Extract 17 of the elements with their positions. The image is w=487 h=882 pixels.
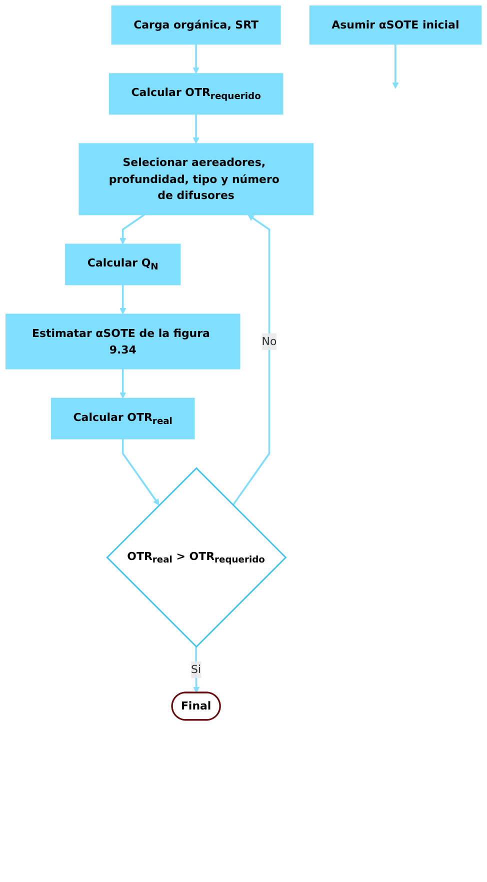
arrow bbox=[192, 114, 200, 144]
terminal-box: Final bbox=[171, 692, 221, 721]
process-box: Calcular OTR$_{requerido}$ bbox=[108, 73, 284, 115]
arrow bbox=[122, 438, 160, 506]
arrow bbox=[192, 44, 200, 74]
arrow bbox=[120, 284, 126, 314]
process-box: Calcular Q$_{N}$ bbox=[65, 244, 181, 286]
arrow bbox=[120, 214, 145, 244]
process-box: Selecionar aereadores, profundidad, tipo y número de difusores bbox=[78, 143, 314, 216]
decision-diamond: OTR$_{real}$ > OTR$_{requerido}$ bbox=[106, 467, 287, 648]
process-box: Asumir αSOTE inicial bbox=[309, 5, 482, 45]
arrow bbox=[232, 214, 270, 506]
process-box: Carga orgánica, SRT bbox=[111, 5, 281, 45]
arrow bbox=[392, 44, 399, 89]
process-box: Calcular OTR$_{real}$ bbox=[50, 398, 195, 440]
arrow bbox=[120, 368, 126, 398]
process-box: Estimatar αSOTE de la figura 9.34 bbox=[5, 314, 240, 370]
